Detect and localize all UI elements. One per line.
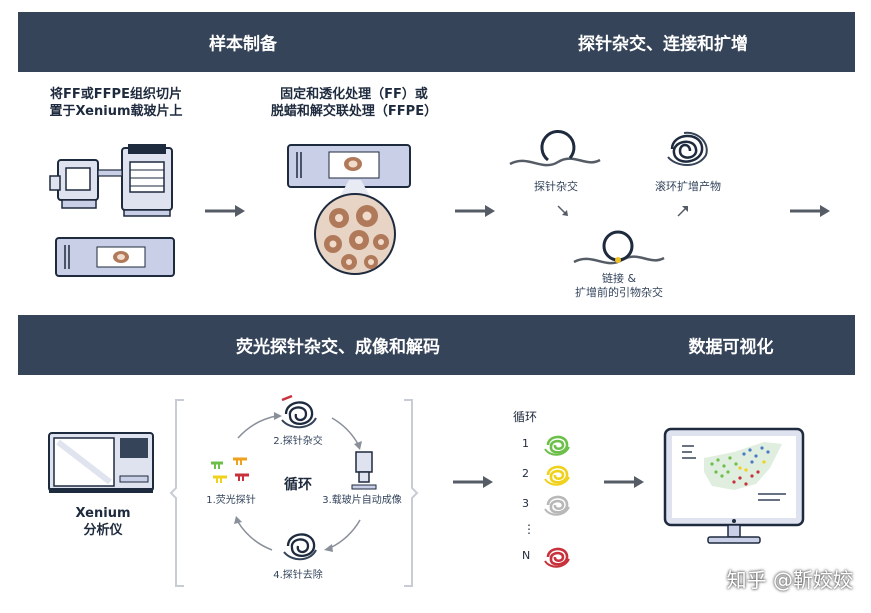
microscope-objective-icon: [351, 451, 377, 490]
probe-hyb-illustration: [508, 128, 602, 172]
rca-colored-icon: [542, 462, 572, 488]
band-title-imaging: 荧光探针杂交、成像和解码: [236, 337, 440, 358]
bottom-band-right: 数据可视化: [656, 315, 855, 375]
xenium-label-line2: 分析仪: [83, 523, 123, 538]
cryostat-illustration: [49, 140, 180, 220]
band-title-visualization: 数据可视化: [688, 337, 774, 358]
flow-arrow-5: [604, 475, 644, 489]
decode-title: 循环: [513, 410, 538, 424]
step1-title-line1: 将FF或FFPE组织切片: [50, 87, 182, 102]
hyb-arrow-up: [676, 204, 690, 218]
decode-row-ellipsis: ⋮: [516, 520, 586, 542]
ligation-label-line1: 链接 &: [601, 272, 637, 285]
cycle-center-label: 循环: [284, 477, 312, 493]
flow-arrow-4: [453, 475, 493, 489]
decode-row-label: 1: [522, 437, 529, 450]
flow-arrow-3: [790, 204, 830, 218]
watermark-text: 知乎 @靳姣姣: [726, 568, 853, 592]
decode-row-1: 1: [516, 432, 586, 458]
probe-hyb-rca-icon: [278, 394, 320, 432]
step1-title: 将FF或FFPE组织切片 置于Xenium载玻片上: [49, 86, 182, 120]
monitor-visualization-icon: [663, 427, 805, 548]
decode-row-label: 2: [522, 467, 529, 480]
decode-row-label: 3: [522, 497, 529, 510]
rca-colored-icon: [542, 492, 572, 518]
xenium-analyzer-illustration: [48, 432, 156, 494]
rca-colored-icon: [542, 544, 572, 570]
top-band-right: 探针杂交、连接和扩增: [488, 12, 855, 72]
cycle-bracket-left: [169, 398, 186, 588]
decode-rows: 1 2 3 ⋮ N: [516, 428, 586, 578]
cycle-step4-label: 4.探针去除: [273, 570, 323, 581]
step1-title-line2: 置于Xenium载玻片上: [49, 104, 183, 119]
slide-permeabilized: [287, 144, 411, 190]
step2-title-line2: 脱蜡和解交联处理（FFPE）: [270, 104, 438, 119]
probe-removal-icon: [280, 528, 320, 564]
step2-title-line1: 固定和透化处理（FF）或: [280, 87, 428, 102]
decode-row-label: N: [522, 549, 531, 562]
step2-title: 固定和透化处理（FF）或 脱蜡和解交联处理（FFPE）: [271, 86, 437, 120]
tissue-magnified-icon: [309, 178, 401, 278]
flow-arrow-1: [205, 204, 245, 218]
decode-row-3: 3: [516, 492, 586, 518]
decode-row-n: N: [516, 544, 586, 570]
top-band-left: 样本制备: [18, 12, 488, 72]
flow-arrow-2: [455, 204, 495, 218]
band-title-probe-hyb: 探针杂交、连接和扩增: [578, 34, 748, 55]
band-title-sample-prep: 样本制备: [209, 34, 277, 55]
ligation-label-line2: 扩增前的引物杂交: [575, 286, 663, 299]
xenium-label-line1: Xenium: [75, 506, 131, 521]
cycle-step3-label: 3.载玻片自动成像: [322, 495, 402, 506]
rca-product-label: 滚环扩增产物: [655, 180, 721, 193]
bottom-band-left: 荧光探针杂交、成像和解码: [18, 315, 656, 375]
rca-colored-icon: [542, 432, 572, 458]
cycle-step1-label: 1.荧光探针: [206, 495, 256, 506]
decode-row-label: ⋮: [523, 522, 535, 536]
ligation-label: 链接 & 扩增前的引物杂交: [575, 272, 663, 300]
xenium-analyzer-label: Xenium 分析仪: [75, 505, 130, 539]
probe-hyb-label: 探针杂交: [534, 180, 578, 193]
decode-row-2: 2: [516, 462, 586, 488]
cycle-step2-label: 2.探针杂交: [273, 436, 323, 447]
fluorescent-probe-icon: [209, 455, 251, 485]
cycle-bracket-right: [402, 398, 419, 588]
ligation-illustration: [572, 228, 666, 268]
rca-product-icon: [662, 127, 712, 171]
cycle-arcs: [228, 410, 378, 560]
slide-with-tissue: [55, 237, 175, 277]
hyb-arrow-down: [556, 204, 570, 218]
